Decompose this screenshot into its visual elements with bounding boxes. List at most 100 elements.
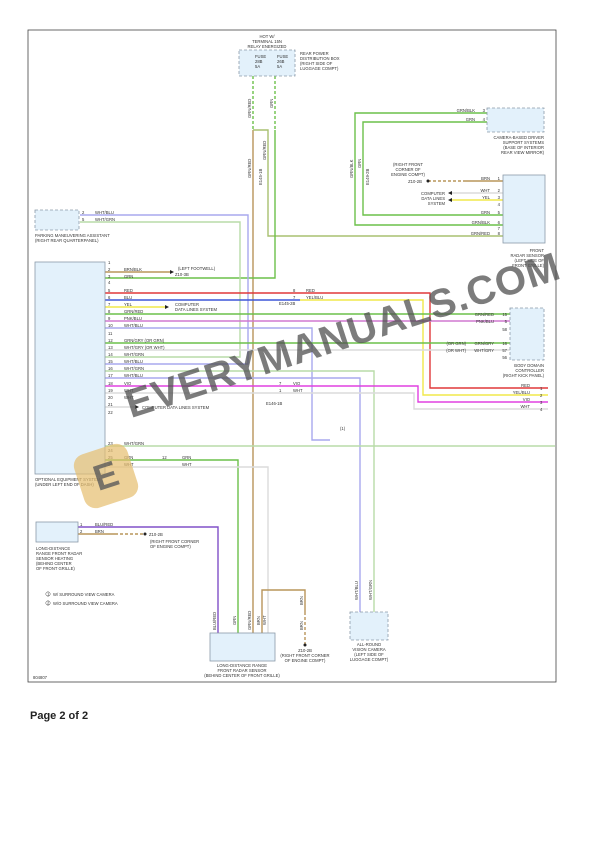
svg-text:RED: RED (306, 288, 315, 293)
svg-text:16: 16 (502, 341, 507, 346)
pin-number: 20 (108, 395, 113, 400)
svg-text:FRONT RADAR SENSOR: FRONT RADAR SENSOR (217, 668, 266, 673)
svg-text:E145-2B: E145-2B (279, 301, 296, 306)
svg-text:5A: 5A (255, 64, 260, 69)
wire-color-label: BLU (124, 295, 132, 300)
wire-wht-19 (105, 392, 548, 410)
svg-text:BRN: BRN (481, 176, 490, 181)
svg-text:GRN: GRN (481, 210, 490, 215)
svg-text:GRN/BLK: GRN/BLK (457, 108, 476, 113)
rear-power-distribution-box (238, 49, 296, 77)
wire-grn-red-radar (253, 129, 503, 237)
svg-text:OPTIONAL EQUIPMENT SYSTEM: OPTIONAL EQUIPMENT SYSTEM (35, 477, 101, 482)
svg-text:7: 7 (498, 226, 501, 231)
computer-data-lines-3: COMPUTER DATA LINES SYSTEM (142, 405, 210, 410)
wire-brn-ld (261, 589, 306, 633)
svg-text:BRN: BRN (95, 529, 104, 534)
pin-number: 9 (108, 316, 111, 321)
pin-number: 3 (108, 274, 111, 279)
svg-text:PARKING MANEUVERING ASSISTANT: PARKING MANEUVERING ASSISTANT (35, 233, 110, 238)
svg-text:4: 4 (540, 407, 543, 412)
svg-text:GRN: GRN (232, 616, 237, 625)
wire-red (105, 292, 548, 389)
svg-text:15: 15 (502, 312, 507, 317)
pin-number: 18 (108, 381, 113, 386)
figure-id: 804807 (33, 675, 48, 680)
svg-text:FUSE: FUSE (255, 54, 266, 59)
svg-text:OF ENGINE COMPT): OF ENGINE COMPT) (285, 658, 326, 663)
svg-text:BRN: BRN (299, 621, 304, 630)
svg-text:(RIGHT FRONT CORNER: (RIGHT FRONT CORNER (150, 539, 199, 544)
wire-grn-blk (354, 112, 503, 226)
wire-color-label: GRN/RED (124, 309, 143, 314)
wire-wht-blu-camera (105, 377, 361, 612)
svg-text:(OR GRN): (OR GRN) (446, 341, 466, 346)
svg-text:COMPUTER: COMPUTER (421, 191, 445, 196)
wires (78, 76, 555, 645)
wire-color-label: WHT/BLU (124, 373, 143, 378)
svg-text:Z10-2B: Z10-2B (149, 532, 163, 537)
pin-number: 13 (108, 345, 113, 350)
radar-sensor-heating-box (35, 521, 79, 543)
svg-text:2: 2 (47, 601, 50, 606)
svg-text:(LEFT SIDE OF: (LEFT SIDE OF (515, 258, 545, 263)
svg-text:E146-1B: E146-1B (266, 401, 283, 406)
svg-text:SUPPORT SYSTEMS: SUPPORT SYSTEMS (503, 140, 544, 145)
wire-blu-red (78, 526, 219, 633)
wire-color-label: WHT/GRN (124, 366, 144, 371)
svg-text:4: 4 (483, 117, 486, 122)
svg-text:(RIGHT FRONT CORNER: (RIGHT FRONT CORNER (280, 653, 329, 658)
svg-text:WHT: WHT (262, 615, 267, 625)
svg-text:DISTRIBUTION BOX: DISTRIBUTION BOX (300, 56, 340, 61)
wire-color-label: WHT (124, 395, 134, 400)
wire-color-label: WHT/BLU (124, 359, 143, 364)
svg-text:12: 12 (162, 455, 167, 460)
svg-text:GRN/RED: GRN/RED (471, 231, 490, 236)
pin-number: 1 (108, 260, 111, 265)
svg-text:LONG-DISTANCE RANGE: LONG-DISTANCE RANGE (217, 663, 267, 668)
svg-text:GRN: GRN (466, 117, 475, 122)
svg-text:1: 1 (498, 176, 501, 181)
pin-number: 11 (108, 331, 113, 336)
svg-text:(LEFT FOOTWELL): (LEFT FOOTWELL) (178, 266, 216, 271)
svg-text:FRONT: FRONT (530, 248, 545, 253)
svg-text:26B: 26B (277, 59, 285, 64)
wire-color-label: PNK/BLU (124, 316, 142, 321)
svg-text:HOT W/: HOT W/ (259, 34, 275, 39)
wire-wht-grn-camera (105, 370, 375, 612)
svg-text:REAR VIEW MIRROR): REAR VIEW MIRROR) (501, 150, 545, 155)
svg-text:GRN: GRN (182, 455, 191, 460)
svg-text:28B: 28B (255, 59, 263, 64)
svg-text:YEL/BLU: YEL/BLU (306, 295, 323, 300)
svg-text:BODY DOMAIN: BODY DOMAIN (514, 363, 544, 368)
svg-text:W/ SURROUND VIEW CAMERA: W/ SURROUND VIEW CAMERA (53, 592, 115, 597)
svg-text:GRN: GRN (357, 159, 362, 168)
pin-number: 23 (108, 441, 113, 446)
svg-text:YEL: YEL (482, 195, 491, 200)
svg-text:8: 8 (498, 231, 501, 236)
wire-wht-blu-parking (80, 214, 249, 365)
svg-text:YEL/BLU: YEL/BLU (513, 390, 530, 395)
svg-text:RELAY ENERGIZED: RELAY ENERGIZED (248, 44, 287, 49)
all-round-vision-camera-box (349, 611, 389, 641)
pin-number: 15 (108, 359, 113, 364)
svg-text:BLU/RED: BLU/RED (95, 522, 113, 527)
svg-text:1: 1 (279, 388, 282, 393)
svg-text:OF ENGINE COMPT): OF ENGINE COMPT) (150, 544, 191, 549)
svg-text:5: 5 (82, 217, 85, 222)
svg-text:WHT: WHT (480, 188, 490, 193)
svg-text:GRN/BLK: GRN/BLK (349, 159, 354, 178)
svg-text:BRN: BRN (299, 596, 304, 605)
svg-text:4: 4 (498, 202, 501, 207)
pin-number: 10 (108, 323, 113, 328)
svg-text:5A: 5A (277, 64, 282, 69)
svg-text:WHT/GRY: WHT/GRY (474, 348, 494, 353)
svg-text:3: 3 (483, 108, 486, 113)
wire-grn-pin3 (105, 130, 276, 279)
